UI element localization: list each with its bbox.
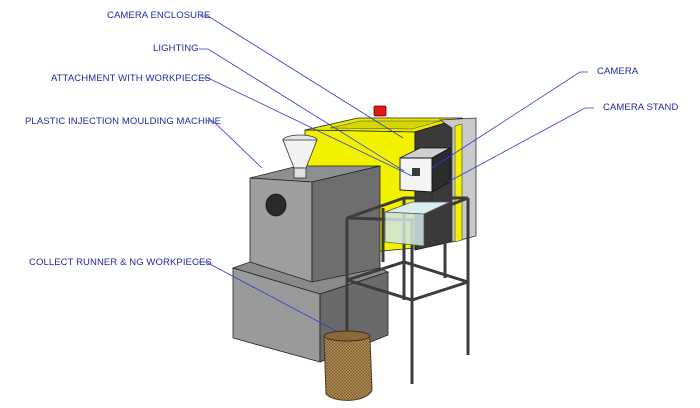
label-lighting: LIGHTING xyxy=(153,43,199,54)
hopper xyxy=(282,134,318,179)
collection-bag xyxy=(323,330,373,401)
leader-lines xyxy=(197,15,594,333)
label-camera-enclosure: CAMERA ENCLOSURE xyxy=(107,10,211,21)
label-attachment-with-workpieces: ATTACHMENT WITH WORKPIECES xyxy=(51,73,211,84)
indicator-lamp xyxy=(373,105,387,117)
label-injection-moulding-machine: PLASTIC INJECTION MOULDING MACHINE xyxy=(25,116,222,127)
label-collect-runner-ng: COLLECT RUNNER & NG WORKPIECES xyxy=(29,257,212,268)
label-camera-stand: CAMERA STAND xyxy=(603,102,679,113)
injection-moulding-machine xyxy=(231,165,390,363)
label-camera: CAMERA xyxy=(597,66,639,77)
